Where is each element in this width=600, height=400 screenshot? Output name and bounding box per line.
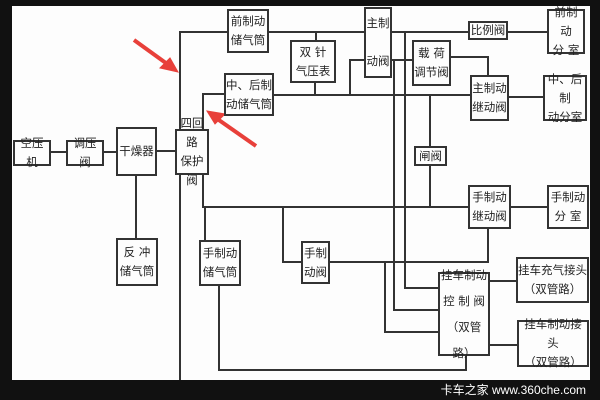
front-reservoir-box: 前制动 储气筒: [227, 9, 269, 53]
line-protection-midrear: [202, 93, 224, 129]
dryer-box: 干燥器: [116, 127, 157, 176]
purge-reservoir-box: 反 冲 储气筒: [116, 238, 158, 286]
hand-brake-valve-box: 手制 动阀: [301, 241, 330, 284]
arrowhead-icon: [159, 57, 179, 73]
load-sensing-valve-box: 载 荷 调节阀: [412, 40, 451, 86]
mid-rear-reservoir-box: 中、后制 动储气筒: [224, 73, 274, 116]
hand-reservoir-box: 手制动 储气筒: [199, 240, 241, 286]
mid-rear-brake-chamber-box: 中、后制 动分室: [543, 72, 587, 124]
watermark: 卡车之家 www.360che.com: [440, 383, 586, 397]
trailer-charge-coupling-box: 挂车充气接头 （双管路）: [516, 257, 589, 303]
red-arrow-icon-2: [214, 116, 258, 148]
compressor-box: 空压机: [13, 136, 51, 169]
main-relay-valve-box: 主制动 继动阀: [470, 75, 509, 121]
dual-needle-gauge-box: 双 针 气压表: [290, 40, 336, 83]
line-to-hand-valve: [282, 207, 301, 263]
trailer-control-valve-box: 挂车制动 控 制 阀 （双管路）: [438, 268, 490, 360]
pressure-regulator-box: 调压阀: [66, 136, 104, 169]
hand-brake-chamber-box: 手制动 分 室: [547, 185, 589, 229]
line-main-valve-trailer-2: [404, 32, 438, 289]
arrowhead-icon-2: [205, 110, 227, 125]
trailer-brake-coupling-box: 挂车制动接头 （双管路）: [517, 317, 589, 369]
four-circuit-protection-valve-box: 四回路 保护阀: [175, 116, 209, 187]
main-brake-valve-box: 主制 动阀: [364, 7, 392, 78]
line-hand-valve-out: [329, 228, 489, 263]
line-main-valve-trailer-1: [393, 60, 438, 311]
line-hand-valve-trailer: [384, 262, 438, 333]
line-main-valve-left: [349, 59, 364, 95]
line-hand-reservoir-trailer: [218, 285, 467, 371]
proportional-valve-box: 比例阀: [468, 21, 508, 40]
front-brake-chamber-box: 前制动 分 室: [547, 5, 585, 57]
red-arrow-icon: [132, 38, 172, 68]
line-hand-relay-supply: [202, 174, 468, 208]
line-load-relay: [450, 56, 489, 75]
gate-valve-box: 闸阀: [414, 146, 447, 166]
line-protection-front-reservoir: [179, 31, 227, 129]
hand-relay-valve-box: 手制动 继动阀: [468, 185, 511, 229]
